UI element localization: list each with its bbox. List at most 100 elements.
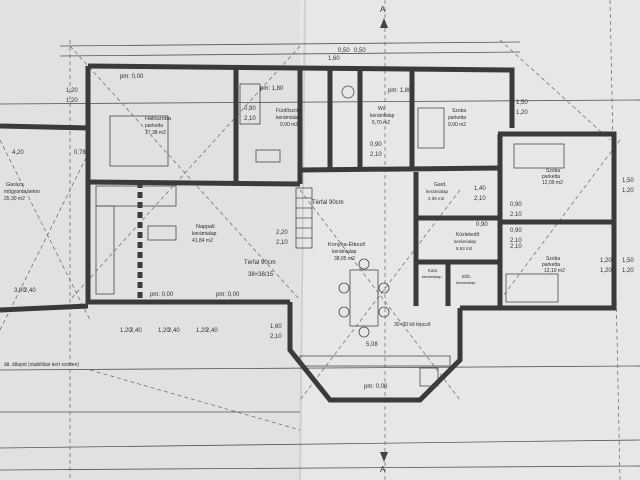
furniture [95,83,565,387]
dim-d2: 2,10 [244,116,256,122]
room-floor-bed2: parketta [448,115,466,121]
room-name-bed4: Szoba [546,256,560,262]
room-floor-bed4: parketta [542,262,560,268]
dim-d32: 1,60 [328,56,340,62]
dim-d11: 0,90 [510,228,522,234]
dim-d27: 1,20 [196,328,208,334]
dim-d39: 1,20 [600,258,612,264]
room-labels: Hálószoba parketta 17,38 m2 Fürdőszoba k… [4,106,565,285]
note-pm-4: pm: 1,80 [388,88,412,94]
dim-d3: 0,90 [370,142,382,148]
dim-d35: 1,20 [66,88,78,94]
room-floor-hall2: kerámialap [456,280,476,285]
room-floor-garage: műgyanta beton [4,189,40,195]
room-name-bed1: Hálószoba [145,116,172,122]
dim-d6: 2,10 [276,240,288,246]
dim-d34: 0,50 [354,48,366,54]
dim-d25: 1,20 [158,328,170,334]
section-arrows [380,18,388,462]
room-area-living: 41,84 m2 [192,238,213,244]
dim-d16: 1,20 [622,188,634,194]
dim-d19: 4,20 [12,150,24,156]
dim-d1: 0,90 [244,106,256,112]
room-floor-living: kerámialap [192,231,217,237]
room-area-bath: 9,90 m2 [280,122,298,128]
room-name-hall2: Előt. [462,274,471,279]
note-pm-6: pm: 0,00 [120,74,144,80]
room-floor-bed3: parketta [542,174,560,180]
dim-d22: 2,40 [24,288,36,294]
room-name-wc: Wc [378,106,386,112]
room-floor-bed1: parketta [145,123,163,129]
room-floor-kitchen: kerámialap [332,249,357,255]
dim-d7: 1,40 [474,186,486,192]
dim-d33: 0,50 [338,48,350,54]
dim-d28: 2,40 [206,328,218,334]
dim-d36: 1,20 [66,98,78,104]
note-pm-5: pm: 1,80 [260,86,284,92]
section-arrow-top [380,18,388,28]
room-area-bed2: 9,90 m2 [448,122,466,128]
dim-d23: 1,20 [120,328,132,334]
room-floor-hall: kerámialap [454,239,477,244]
room-name-pantry: Kam. [428,268,439,273]
dimension-labels: 0,90 2,10 0,90 2,10 2,20 2,10 1,40 2,10 … [12,48,634,348]
paper-fold [299,0,306,480]
room-floor-wc: kerámialap [370,113,395,119]
bathtub [239,83,261,125]
dim-d20: 0,78 [74,150,86,156]
note-pm-1: pm: 0,00 [150,292,174,298]
bed-room-4 [505,273,559,303]
room-floor-ward: kerámialap [426,189,449,194]
hob [419,367,439,387]
dim-d13: 1,50 [516,100,528,106]
dim-d21: 3,00 [14,288,26,294]
sofa-side [95,205,115,295]
note-pm-3: pm: 0,00 [364,384,388,390]
note-terrace-top: Térfal 90cm [312,200,344,206]
room-area-bed3: 12,09 m2 [542,180,563,186]
room-area-kitchen: 38,05 m2 [334,256,355,262]
coffee-table [147,225,177,241]
section-arrow-bottom [380,452,388,462]
dim-d15: 1,50 [622,178,634,184]
room-area-garage: 25,30 m2 [4,196,25,202]
room-name-kitchen: Konyha-Étkező [328,241,365,248]
room-name-hall: Közlekedő [456,232,480,238]
dim-d17: 1,50 [622,258,634,264]
room-floor-bath: kerámialap [276,115,301,121]
section-marker-top: A [380,5,386,14]
dim-d9: 0,90 [510,202,522,208]
sofa [95,185,177,207]
note-pm-2: pm: 0,00 [216,292,240,298]
dim-d14: 1,20 [516,110,528,116]
dim-d12: 2,10 [510,238,522,244]
room-name-bed2: Szoba [452,108,466,114]
dim-d29: 1,60 [270,324,282,330]
room-name-bed3: Szoba [546,168,560,174]
annotations: Térfal 90cm Térfal 90cm 38×38/15 30×30 k… [4,5,431,474]
note-terrace-left: Térfal 90cm [244,260,276,266]
bed-room-3 [513,143,565,169]
room-area-hall: 8,53 m2 [456,246,473,251]
dim-d10: 2,10 [510,212,522,218]
dim-d40: 1,20 [600,268,612,274]
room-floor-pantry: kerámialap [422,274,442,279]
dim-d26: 2,40 [168,328,180,334]
dim-d38: 0,90 [476,222,488,228]
note-caption: ált. állapot (stabilitási kert szinten) [4,362,79,368]
room-area-bed4: 12,10 m2 [544,268,565,274]
interior-walls [87,68,614,306]
dim-d5: 2,20 [276,230,288,236]
toilet [341,85,355,99]
room-name-garage: Garázs [6,182,24,188]
note-tile-left: 38×38/15 [248,272,274,278]
dim-d37: 2,10 [510,244,522,250]
room-name-living: Nappali [196,224,215,230]
dim-d4: 2,10 [370,152,382,158]
bed-master [109,115,169,167]
note-tile-right: 30×30 kő lépcső [394,322,431,328]
room-name-bath: Fürdőszoba [276,108,303,114]
bath-sink [255,149,281,163]
